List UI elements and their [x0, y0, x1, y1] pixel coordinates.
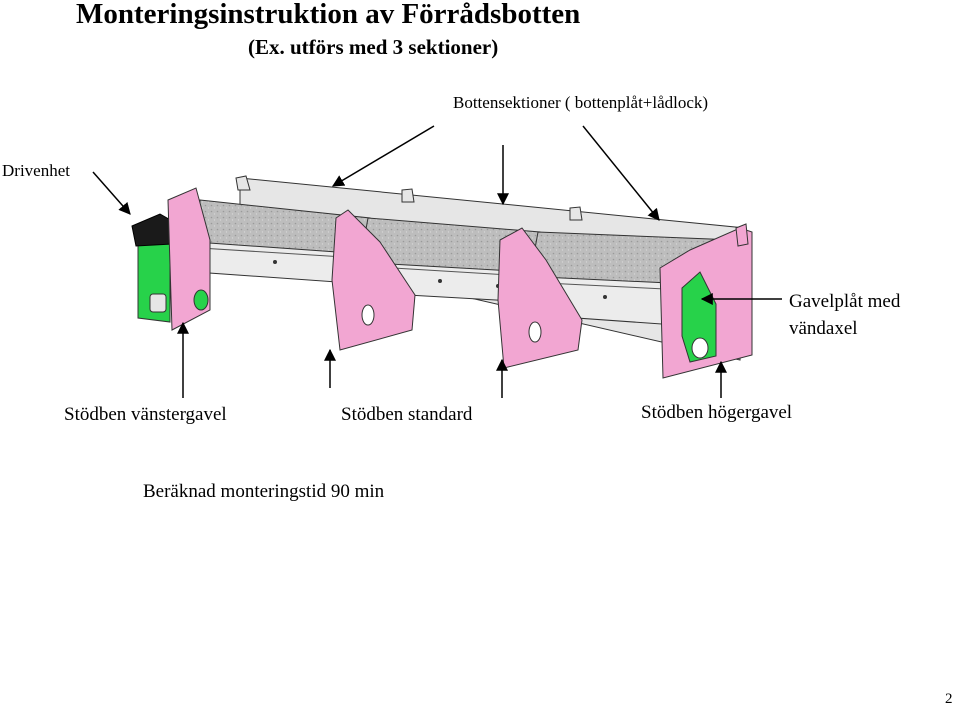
- page-title: Monteringsinstruktion av Förrådsbotten: [76, 0, 581, 30]
- label-drive-unit: Drivenhet: [2, 161, 70, 180]
- arrow-bottom-right: [582, 125, 660, 221]
- back-tab: [401, 188, 415, 203]
- leg-standard-2: [497, 227, 583, 369]
- label-leg-standard: Stödben standard: [341, 404, 473, 425]
- label-leg-left: Stödben vänstergavel: [64, 404, 227, 425]
- back-tab: [569, 206, 583, 221]
- page-subtitle: (Ex. utförs med 3 sektioner): [248, 35, 499, 59]
- label-leg-right: Stödben högergavel: [641, 402, 793, 423]
- label-gable-line2: vändaxel: [789, 318, 858, 339]
- label-assembly-time: Beräknad monteringstid 90 min: [143, 481, 385, 502]
- gable-top: [735, 223, 749, 247]
- page-number: 2: [945, 691, 953, 707]
- label-bottom-sections: Bottensektioner ( bottenplåt+lådlock): [453, 93, 709, 112]
- leg-standard-1: [331, 209, 416, 351]
- back-tab: [235, 175, 251, 191]
- arrow-bottom-left: [331, 125, 435, 187]
- arrow-drive: [92, 171, 131, 215]
- drive-unit-top: [131, 213, 175, 247]
- label-gable-line1: Gavelplåt med: [789, 291, 901, 312]
